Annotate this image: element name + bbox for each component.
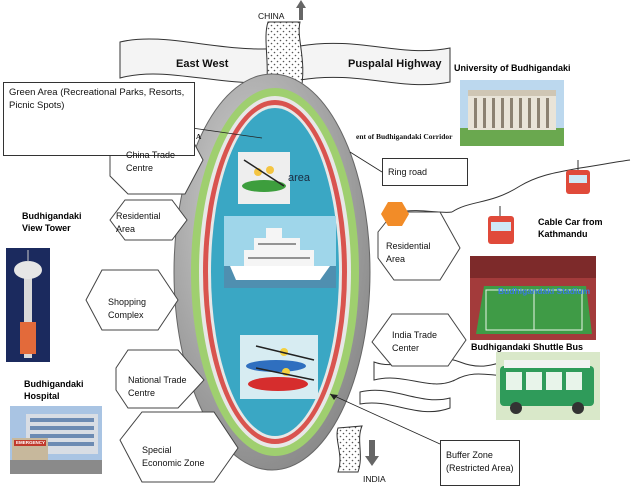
- ring-road-box: Ring road: [382, 158, 468, 186]
- residential-right-label: Residential Area: [386, 241, 431, 264]
- india-trade-label: India Trade Center: [392, 330, 438, 353]
- figure-caption-suffix: ent of Budhigandaki Corridor: [356, 132, 453, 141]
- leader-buffer: [329, 393, 441, 445]
- leader-ring-road: [349, 151, 383, 173]
- china-trade-label: China Trade Centre: [126, 150, 176, 173]
- hex-residential-left: [109, 199, 188, 241]
- stadium-photo: [470, 256, 596, 340]
- shuttle-bus-photo: [496, 352, 600, 420]
- core-area-text: area: [288, 172, 311, 184]
- shuttle-bus-caption: Budhigandaki Shuttle Bus: [471, 342, 584, 352]
- hex-national-trade: [115, 349, 205, 409]
- kayak-photo-top: [238, 152, 290, 204]
- hospital-caption: Budhigandaki Hospital: [24, 379, 84, 401]
- hex-shopping: [85, 269, 179, 331]
- east-road-lower: [359, 389, 451, 413]
- cable-car-top: [566, 160, 590, 194]
- national-trade-label: National Trade Centre: [128, 375, 187, 398]
- view-tower-photo: [6, 248, 50, 362]
- hex-special-economic: [119, 411, 239, 483]
- hospital-photo: [10, 406, 102, 474]
- highway-label-right: Puspalal Highway: [348, 58, 442, 70]
- kayak-photo-bottom: [240, 335, 318, 399]
- direction-north-label: CHINA: [258, 11, 285, 21]
- south-road: [336, 425, 363, 473]
- hospital-emergency-sign: EMERGENCY: [16, 440, 46, 445]
- university-caption: University of Budhigandaki: [454, 63, 571, 73]
- north-arrow: [296, 0, 306, 20]
- cable-line: [451, 159, 631, 213]
- south-arrow: [365, 440, 379, 466]
- ship-photo: [224, 216, 336, 288]
- hex-india-trade: [371, 313, 467, 367]
- shopping-label: Shopping Complex: [108, 297, 147, 320]
- stadium-caption: Budhigandaki Stadium: [498, 286, 591, 296]
- buffer-arrowhead: [330, 394, 338, 400]
- orange-hex-marker: [381, 202, 409, 226]
- cable-car-bottom: [488, 206, 514, 244]
- view-tower-caption: Budhigandaki View Tower: [22, 211, 82, 233]
- direction-south-label: INDIA: [363, 474, 386, 484]
- highway-label-left: East West: [176, 58, 229, 70]
- residential-left-label: Residential Area: [116, 211, 161, 234]
- green-area-box: Green Area (Recreational Parks, Resorts,…: [3, 82, 195, 156]
- buffer-zone-box: Buffer Zone (Restricted Area): [440, 440, 520, 486]
- university-photo: [460, 80, 564, 146]
- cable-car-caption: Cable Car from Kathmandu: [538, 217, 603, 239]
- special-economic-label: Special Economic Zone: [142, 445, 205, 468]
